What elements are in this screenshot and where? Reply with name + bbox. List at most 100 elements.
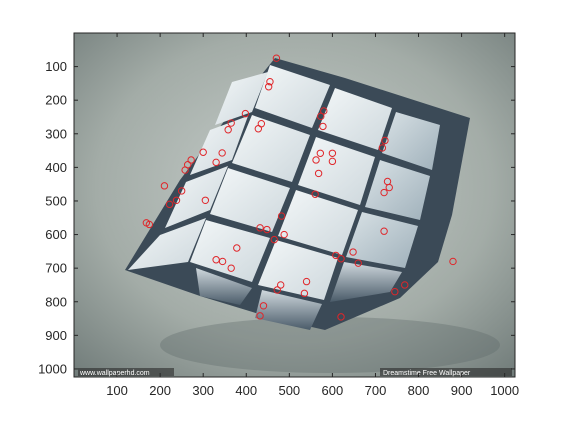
keypoint-marker xyxy=(354,259,362,267)
keypoint-marker xyxy=(349,248,357,256)
keypoint-marker xyxy=(172,196,181,204)
keypoint-marker xyxy=(277,212,286,220)
keypoint-marker xyxy=(227,119,235,127)
y-axis: 100 200 300 400 500 600 700 800 900 1000 xyxy=(38,59,515,376)
keypoint-marker xyxy=(233,244,241,252)
cube-block xyxy=(232,115,310,182)
y-tick-label: 700 xyxy=(45,261,67,276)
cube-block xyxy=(196,268,252,305)
x-tick-label: 300 xyxy=(192,383,214,398)
keypoint-marker xyxy=(391,287,399,296)
y-tick-label: 200 xyxy=(45,93,67,108)
keypoint-marker xyxy=(224,126,232,134)
keypoint-marker xyxy=(312,156,320,164)
cube-block xyxy=(382,112,440,170)
watermark-right-bg xyxy=(380,368,512,376)
keypoint-marker xyxy=(300,289,309,298)
keypoint-marker xyxy=(381,136,389,145)
keypoint-marker xyxy=(385,183,393,192)
x-tick-label: 800 xyxy=(408,383,430,398)
y-tick-label: 800 xyxy=(45,294,67,309)
x-tick-label: 900 xyxy=(451,383,473,398)
keypoint-marker xyxy=(256,312,264,320)
keypoint-marker xyxy=(254,125,263,133)
x-tick-label: 500 xyxy=(278,383,300,398)
keypoint-marker xyxy=(218,257,227,266)
keypoint-marker xyxy=(332,251,340,260)
keypoint-marker xyxy=(218,149,226,157)
keypoint-marker xyxy=(177,187,186,195)
keypoint-marker xyxy=(380,227,388,235)
keypoint-marker xyxy=(181,166,189,174)
x-tick-label: 600 xyxy=(322,383,344,398)
keypoint-marker xyxy=(317,112,325,121)
cube-block xyxy=(365,160,430,220)
y-tick-label: 900 xyxy=(45,328,67,343)
cube-block xyxy=(255,290,322,330)
y-tick-label: 400 xyxy=(45,160,67,175)
cube-block xyxy=(278,190,358,255)
cube-block xyxy=(190,116,248,175)
keypoint-marker xyxy=(201,196,210,204)
y-tick-label: 1000 xyxy=(38,361,67,376)
y-tick-label: 300 xyxy=(45,126,67,141)
keypoint-marker xyxy=(241,109,250,118)
keypoint-marker xyxy=(302,277,311,286)
x-tick-label: 400 xyxy=(235,383,257,398)
keypoint-marker xyxy=(212,158,220,167)
keypoint-marker xyxy=(277,281,285,289)
watermark-left-bg xyxy=(78,368,174,376)
cube-block xyxy=(128,218,206,270)
keypoint-marker xyxy=(328,149,337,157)
floor-shadow xyxy=(160,317,500,373)
keypoint-marker xyxy=(187,156,195,164)
keypoint-marker xyxy=(320,107,328,115)
y-tick-label: 600 xyxy=(45,227,67,242)
y-tick-label: 100 xyxy=(45,59,67,74)
x-tick-label: 700 xyxy=(365,383,387,398)
x-tick-label: 1000 xyxy=(490,383,519,398)
keypoint-marker xyxy=(319,122,327,131)
keypoint-marker xyxy=(401,281,409,289)
keypoint-marker xyxy=(266,78,274,86)
keypoint-markers xyxy=(142,54,457,321)
x-axis: 100 200 300 400 500 600 700 800 900 1000 xyxy=(106,33,519,398)
cube-block xyxy=(330,262,402,302)
watermark-right: Dreamstime Free Wallpaper xyxy=(383,370,471,377)
keypoint-marker xyxy=(160,182,169,190)
keypoint-marker xyxy=(145,220,154,229)
cube-block xyxy=(165,166,228,228)
keypoint-marker xyxy=(227,264,235,272)
image-area: www.wallpaperhd.com Dreamstime Free Wall… xyxy=(74,33,515,377)
keypoint-marker xyxy=(272,54,281,62)
watermark-left: www.wallpaperhd.com xyxy=(79,370,150,377)
keypoint-marker xyxy=(280,230,288,239)
keypoint-marker xyxy=(273,286,281,294)
keypoint-marker xyxy=(316,149,325,157)
keypoint-marker xyxy=(380,188,388,197)
keypoint-marker xyxy=(165,200,174,209)
cube-block xyxy=(346,212,418,268)
keypoint-marker xyxy=(311,190,319,198)
keypoint-marker xyxy=(263,225,271,234)
keypoint-marker xyxy=(199,148,207,156)
y-tick-label: 500 xyxy=(45,193,67,208)
keypoint-marker xyxy=(256,224,264,232)
cube-block xyxy=(215,72,268,125)
x-tick-label: 200 xyxy=(149,383,171,398)
x-tick-label: 100 xyxy=(106,383,128,398)
keypoint-marker xyxy=(337,255,345,263)
keypoint-marker xyxy=(328,157,337,166)
keypoint-marker xyxy=(259,302,268,310)
keypoint-marker xyxy=(378,144,387,152)
keypoint-marker xyxy=(270,235,278,244)
keypoint-marker xyxy=(264,83,273,91)
cube-block xyxy=(210,168,290,232)
keypoint-marker xyxy=(314,169,323,178)
keypoint-marker xyxy=(337,313,345,321)
cube-block xyxy=(255,65,330,128)
keypoint-marker xyxy=(449,257,457,266)
cube-block xyxy=(190,220,270,282)
axes-frame xyxy=(73,32,516,378)
